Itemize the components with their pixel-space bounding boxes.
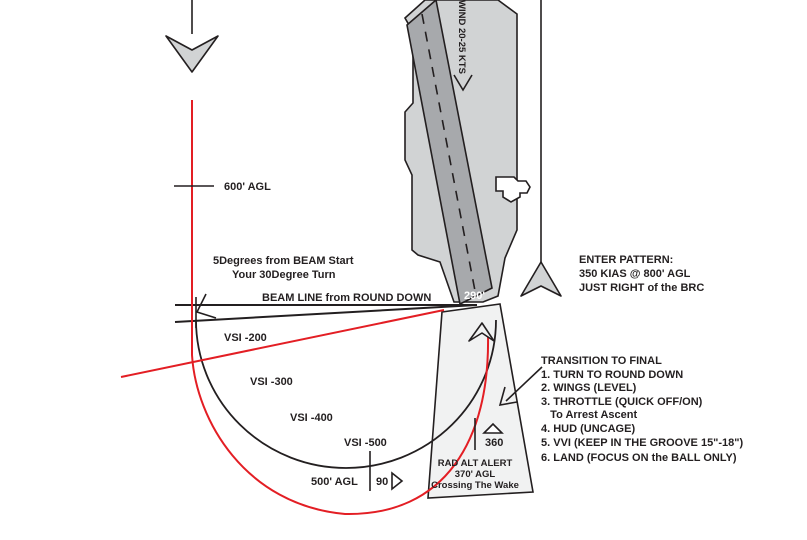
transition-step-1: 1. TURN TO ROUND DOWN <box>541 369 683 381</box>
beam-line-lower <box>174 304 478 323</box>
transition-callout-arrow-icon <box>498 386 518 407</box>
approach-turn-arc <box>195 319 497 469</box>
transition-step-3: 3. THROTTLE (QUICK OFF/ON) <box>541 396 703 408</box>
agl-500-label: 500' AGL <box>311 476 358 488</box>
wind-label: WIND 20-25 KTS <box>456 0 467 74</box>
landing-direction-arrow-icon <box>468 322 495 342</box>
beam-start-label-line1: 5Degrees from BEAM Start <box>213 255 354 267</box>
island-icon <box>495 176 531 203</box>
transition-title: TRANSITION TO FINAL <box>541 355 662 367</box>
enter-pattern-line3: JUST RIGHT of the BRC <box>579 282 704 294</box>
vsi-200-label: VSI -200 <box>224 332 267 344</box>
enter-pattern-line1: ENTER PATTERN: <box>579 254 673 266</box>
pattern-entry-arrow-icon <box>520 261 562 297</box>
agl-600-label: 600' AGL <box>224 181 271 193</box>
wind-arrow-icon <box>453 74 473 92</box>
transition-callout-line <box>505 366 543 402</box>
beam-start-label-line2: Your 30Degree Turn <box>232 269 336 281</box>
transition-step-6: 6. LAND (FOCUS ON the BALL ONLY) <box>541 452 737 464</box>
transition-step-5: 5. VVI (KEEP IN THE GROOVE 15"-18") <box>541 437 744 449</box>
vsi-500-label: VSI -500 <box>344 437 387 449</box>
heading-290-label: 290' <box>464 290 485 302</box>
runway-centerline <box>421 13 477 297</box>
beam-line-label: BEAM LINE from ROUND DOWN <box>262 292 431 304</box>
rad-alt-line2: 370' AGL <box>455 469 496 480</box>
transition-step-3-note: To Arrest Ascent <box>541 409 638 421</box>
red-reference-line <box>120 309 445 378</box>
rad-alt-line1: RAD ALT ALERT <box>438 458 513 469</box>
rad-alt-line3: Crossing The Wake <box>431 480 519 491</box>
heading-360-arrow-icon <box>482 422 504 434</box>
entry-direction-arrow-icon <box>165 35 219 73</box>
heading-360-label: 360 <box>485 437 503 449</box>
enter-pattern-line2: 350 KIAS @ 800' AGL <box>579 268 691 280</box>
angled-runway <box>406 0 493 306</box>
heading-90-arrow-icon <box>391 471 404 491</box>
final-approach-zone <box>427 303 534 499</box>
vsi-400-label: VSI -400 <box>290 412 333 424</box>
heading-90-label: 90 <box>376 476 388 488</box>
transition-step-4: 4. HUD (UNCAGE) <box>541 423 635 435</box>
turn-start-arrow-icon <box>195 293 217 319</box>
transition-step-2: 2. WINGS (LEVEL) <box>541 382 637 394</box>
vsi-300-label: VSI -300 <box>250 376 293 388</box>
